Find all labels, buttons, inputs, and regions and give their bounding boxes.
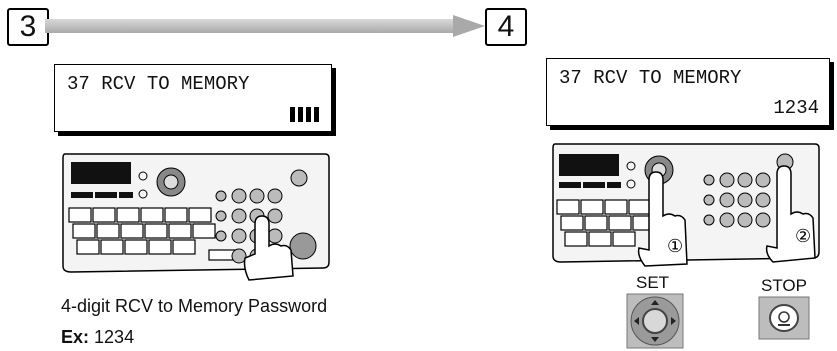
step-3-caption: 4-digit RCV to Memory Password (61, 296, 328, 316)
callout-1: ① (667, 236, 683, 257)
example-value: 1234 (94, 327, 135, 347)
stop-label: STOP (761, 276, 807, 295)
arrow-connector (45, 15, 485, 37)
password-mask-blocks (290, 107, 319, 122)
password-mask-block (298, 107, 303, 122)
set-button[interactable] (625, 292, 685, 350)
step-4-control-panel: ① ② (552, 143, 820, 267)
step-3-lcd-line1: 37 RCV TO MEMORY (67, 73, 250, 95)
step-3-lcd-display: 37 RCV TO MEMORY (54, 64, 332, 132)
step-4-number-text: 4 (497, 10, 515, 43)
step-4-lcd-line2: 1234 (773, 97, 819, 119)
password-mask-block (290, 107, 295, 122)
step-4-lcd-line1: 37 RCV TO MEMORY (559, 67, 742, 89)
step-3-number: 3 (7, 8, 49, 46)
step-4-lcd-display: 37 RCV TO MEMORY 1234 (546, 58, 830, 126)
callout-2: ② (795, 226, 811, 247)
step-3-example: Ex: 1234 (61, 327, 134, 348)
stop-button[interactable] (758, 296, 810, 340)
set-label: SET (636, 273, 670, 292)
password-mask-block (306, 107, 311, 122)
password-mask-block (314, 107, 319, 122)
step-4-number: 4 (485, 8, 527, 46)
step-3-control-panel (62, 153, 330, 281)
example-label: Ex: (61, 327, 90, 347)
step-3-number-text: 3 (19, 10, 37, 43)
